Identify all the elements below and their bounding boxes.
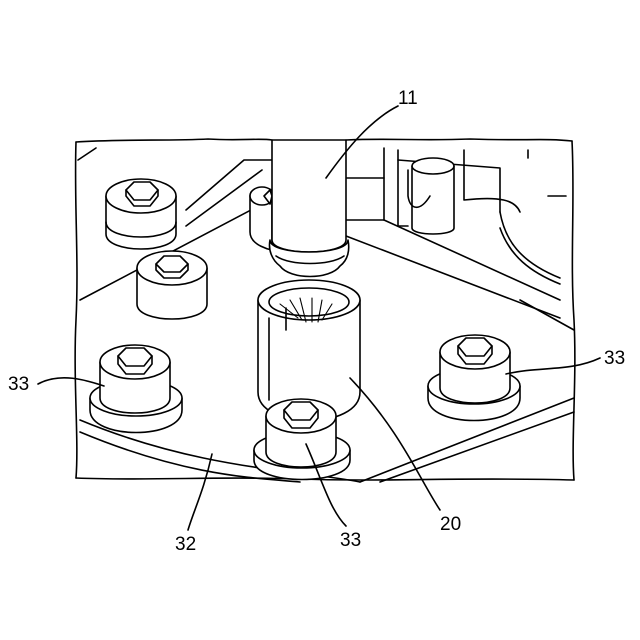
- label-punch-11: 11: [398, 88, 418, 109]
- punch-11: [269, 140, 348, 277]
- bolt-left-33: [90, 345, 182, 433]
- bolt-right-33: [428, 335, 520, 421]
- label-plate-32: 32: [175, 534, 196, 555]
- bolt-back-left: [106, 179, 176, 249]
- label-bolt-left-33: 33: [8, 374, 29, 395]
- label-bolt-right-33: 33: [604, 348, 625, 369]
- label-sleeve-20: 20: [440, 514, 461, 535]
- bolt-middle-left: [137, 251, 207, 319]
- label-bolt-bottom-33: 33: [340, 530, 361, 551]
